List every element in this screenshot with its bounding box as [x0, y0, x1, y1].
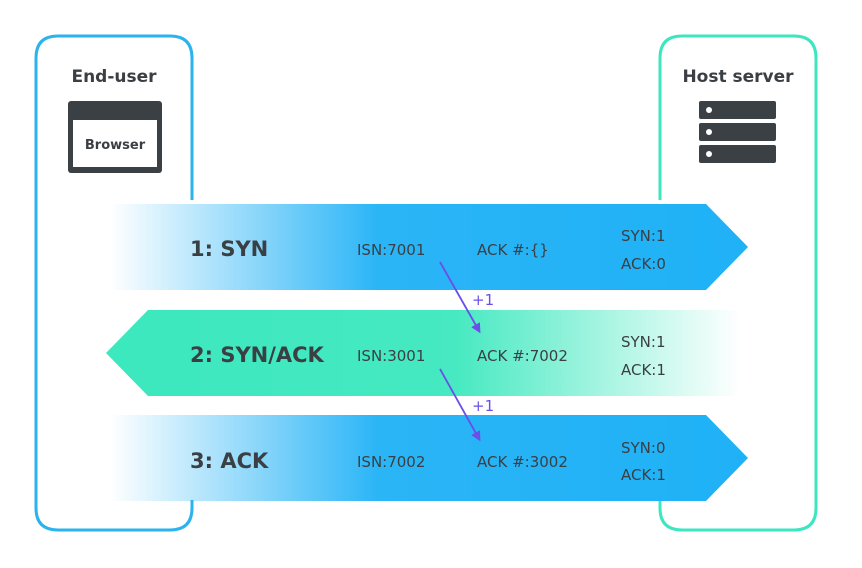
- browser-window-icon: Browser: [68, 101, 162, 173]
- server-panel-border: [658, 34, 818, 532]
- syn-arrow-band: [110, 204, 748, 290]
- client-title: End-user: [71, 67, 157, 87]
- increment-label: +1: [472, 397, 494, 415]
- step-label: 3: ACK: [190, 449, 269, 473]
- step-syn-arrow: 1: SYN ISN:7001 ACK #:{} SYN:1 ACK:0: [110, 204, 748, 290]
- ack-arrow-band: [110, 415, 748, 501]
- ack-flag: ACK:1: [621, 466, 666, 484]
- ack-flag: ACK:1: [621, 361, 666, 379]
- step-label: 1: SYN: [190, 237, 268, 261]
- step-label: 2: SYN/ACK: [190, 343, 325, 367]
- step-synack-arrow: 2: SYN/ACK ISN:3001 ACK #:7002 SYN:1 ACK…: [106, 310, 740, 396]
- browser-label: Browser: [85, 138, 146, 153]
- step-ack-arrow: 3: ACK ISN:7002 ACK #:3002 SYN:0 ACK:1: [110, 415, 748, 501]
- server-panel: Host server: [658, 34, 818, 532]
- ack-flag: ACK:0: [621, 255, 666, 273]
- isn-value: ISN:7001: [357, 241, 425, 259]
- client-panel-border: [34, 34, 194, 532]
- increment-label: +1: [472, 291, 494, 309]
- ack-number: ACK #:3002: [477, 453, 568, 471]
- increment-arrow-1: +1: [439, 261, 494, 334]
- syn-flag: SYN:0: [621, 439, 666, 457]
- syn-flag: SYN:1: [621, 227, 666, 245]
- increment-arrow-2: +1: [439, 368, 494, 442]
- server-title: Host server: [682, 67, 794, 87]
- server-rack-icon: [699, 101, 776, 163]
- ack-number: ACK #:7002: [477, 347, 568, 365]
- synack-arrow-band: [106, 310, 740, 396]
- syn-flag: SYN:1: [621, 333, 666, 351]
- isn-value: ISN:7002: [357, 453, 425, 471]
- ack-number: ACK #:{}: [477, 241, 549, 259]
- isn-value: ISN:3001: [357, 347, 425, 365]
- client-panel: End-user Browser: [34, 34, 194, 532]
